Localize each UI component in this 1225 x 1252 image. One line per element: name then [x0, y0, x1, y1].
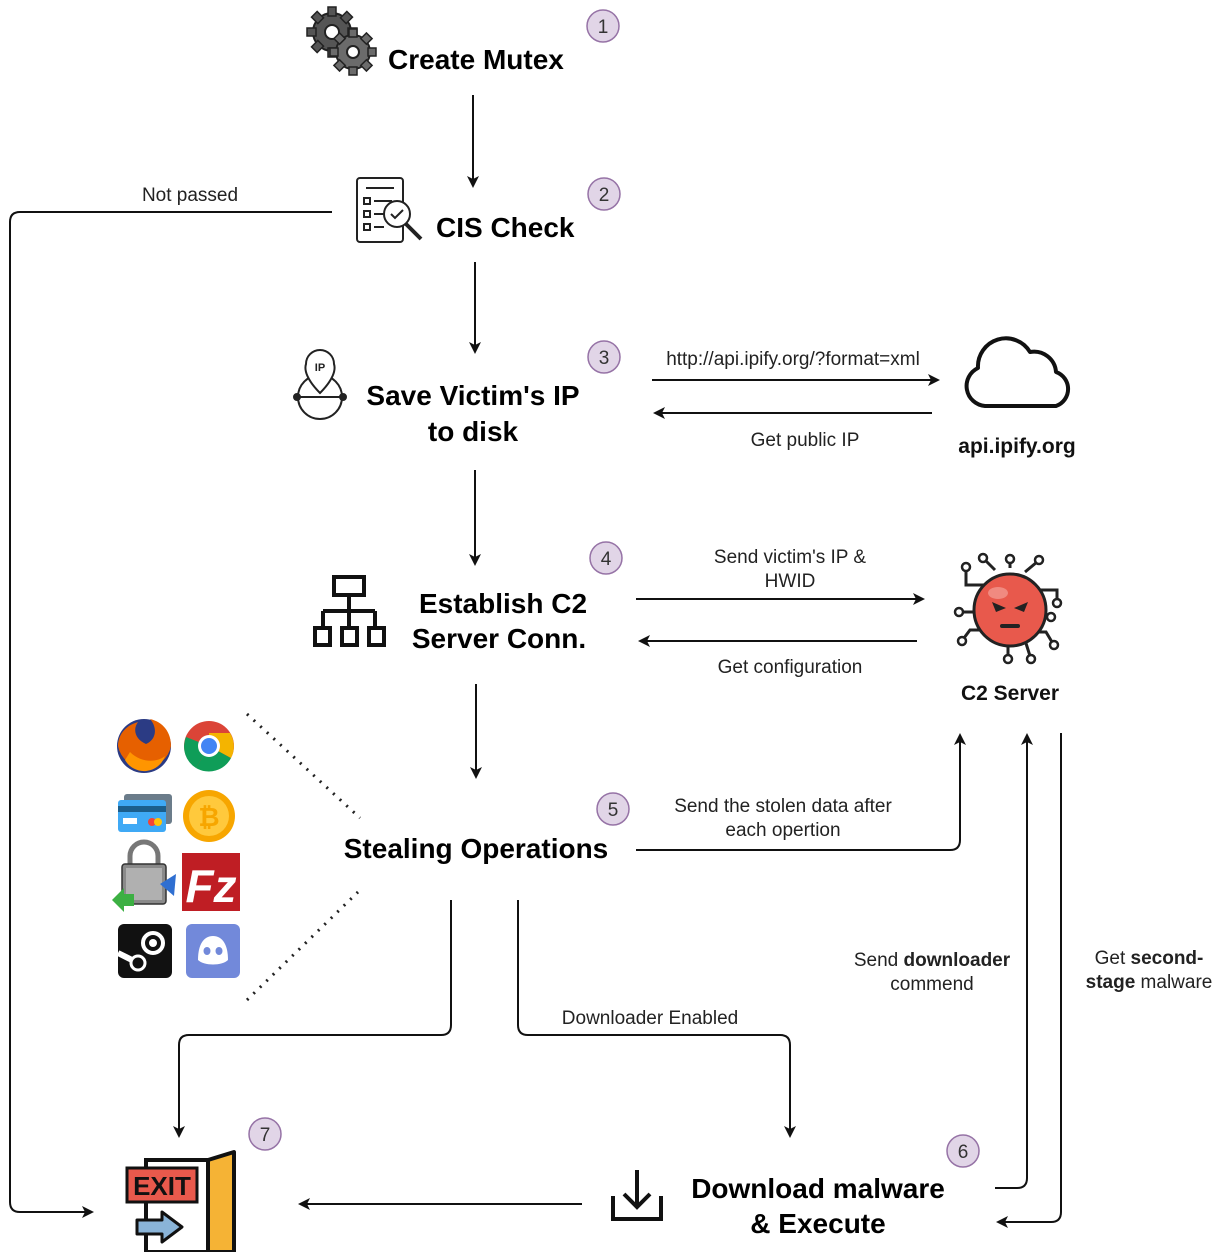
svg-text:1: 1 [598, 17, 609, 38]
credit-card-icon [118, 794, 172, 832]
step-badge-7: 7 [248, 1117, 282, 1151]
firefox-icon [117, 719, 171, 773]
label-get-configuration: Get configuration [718, 657, 863, 678]
svg-text:6: 6 [958, 1142, 969, 1163]
step-badge-5: 5 [596, 792, 630, 826]
steam-icon [116, 924, 172, 978]
label-send-stolen-line2: each opertion [725, 820, 840, 841]
label-send-downloader-line1: Send downloader [854, 950, 1011, 971]
label-not-passed: Not passed [142, 185, 238, 206]
network-icon [313, 575, 386, 647]
virus-icon [953, 552, 1063, 665]
node-ipify-label: api.ipify.org [958, 435, 1075, 458]
label-get-second-line2: stage malware [1086, 972, 1213, 993]
edge-get-second-stage [996, 733, 1062, 1228]
edge-not-passed [9, 211, 332, 1218]
svg-text:7: 7 [260, 1125, 271, 1146]
label-get-second-line1: Get second- [1095, 948, 1204, 969]
label-ipify-request: http://api.ipify.org/?format=xml [666, 349, 920, 370]
step-download-title-line2: & Execute [750, 1208, 885, 1239]
svg-text:₿: ₿ [198, 802, 219, 832]
exit-sign-text: EXIT [133, 1171, 191, 1201]
label-send-downloader-line2: commend [890, 974, 973, 995]
step-c2conn-title-line2: Server Conn. [412, 623, 586, 654]
edge-send-stolen-data [636, 733, 966, 851]
svg-text:2: 2 [599, 185, 610, 206]
step-saveip-title-line2: to disk [428, 416, 519, 447]
filezilla-icon: Fz [182, 853, 240, 912]
step-saveip-title-line1: Save Victim's IP [366, 380, 579, 411]
svg-text:4: 4 [601, 549, 612, 570]
svg-text:3: 3 [599, 348, 610, 369]
chrome-icon [184, 721, 234, 772]
node-c2-label: C2 Server [961, 682, 1059, 705]
edge-downloader-enabled [517, 900, 796, 1138]
step-badge-6: 6 [946, 1134, 980, 1168]
discord-icon [186, 924, 240, 978]
step-badge-1: 1 [586, 9, 620, 43]
exit-door-icon: EXIT [125, 1150, 236, 1252]
svg-text:IP: IP [315, 362, 325, 374]
label-send-stolen-line1: Send the stolen data after [674, 796, 892, 817]
edge-send-downloader [995, 733, 1033, 1189]
svg-text:Fz: Fz [185, 860, 236, 912]
ip-location-icon: IP [293, 349, 347, 420]
cloud-icon [964, 336, 1071, 408]
step-create-mutex-title: Create Mutex [388, 44, 564, 75]
label-get-public-ip: Get public IP [751, 430, 860, 451]
step-cis-check-title: CIS Check [436, 212, 575, 243]
step-badge-4: 4 [589, 541, 623, 575]
label-send-ip-line2: HWID [765, 571, 816, 592]
step-c2conn-title-line1: Establish C2 [419, 588, 587, 619]
checklist-icon [356, 177, 423, 243]
label-downloader-enabled: Downloader Enabled [562, 1008, 738, 1029]
gears-icon [306, 6, 377, 76]
bitcoin-icon: ₿ [183, 790, 235, 842]
step-badge-3: 3 [587, 340, 621, 374]
lock-icon [112, 839, 176, 912]
label-send-ip-line1: Send victim's IP & [714, 547, 866, 568]
dotted-fan-lower [245, 890, 360, 1002]
svg-text:5: 5 [608, 800, 619, 821]
edge-stealing-to-exit [173, 900, 452, 1138]
download-icon [611, 1170, 663, 1221]
step-badge-2: 2 [587, 177, 621, 211]
step-stealing-title: Stealing Operations [344, 833, 609, 864]
dotted-fan-upper [245, 712, 362, 820]
step-download-title-line1: Download malware [691, 1173, 945, 1204]
